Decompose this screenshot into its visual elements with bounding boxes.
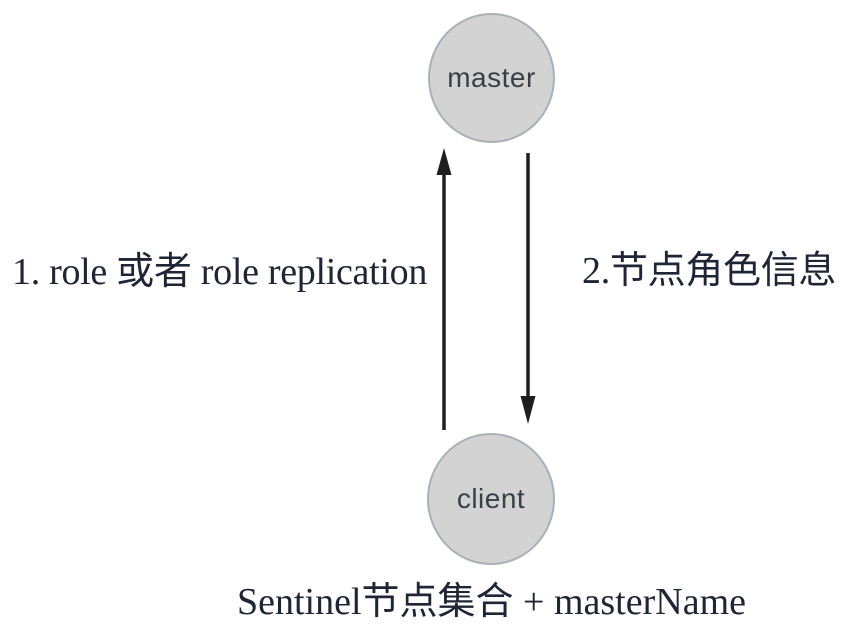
down-arrow <box>520 153 536 424</box>
up-arrow <box>436 148 452 430</box>
node-client-label: client <box>456 483 526 514</box>
edge-label-request: 1. role 或者 role replication <box>12 251 428 293</box>
edge-label-response: 2.节点角色信息 <box>582 250 837 292</box>
node-client: client <box>427 433 555 565</box>
diagram-caption: Sentinel节点集合 + masterName <box>237 581 746 623</box>
node-master: master <box>428 13 555 143</box>
node-master-label: master <box>447 62 536 93</box>
